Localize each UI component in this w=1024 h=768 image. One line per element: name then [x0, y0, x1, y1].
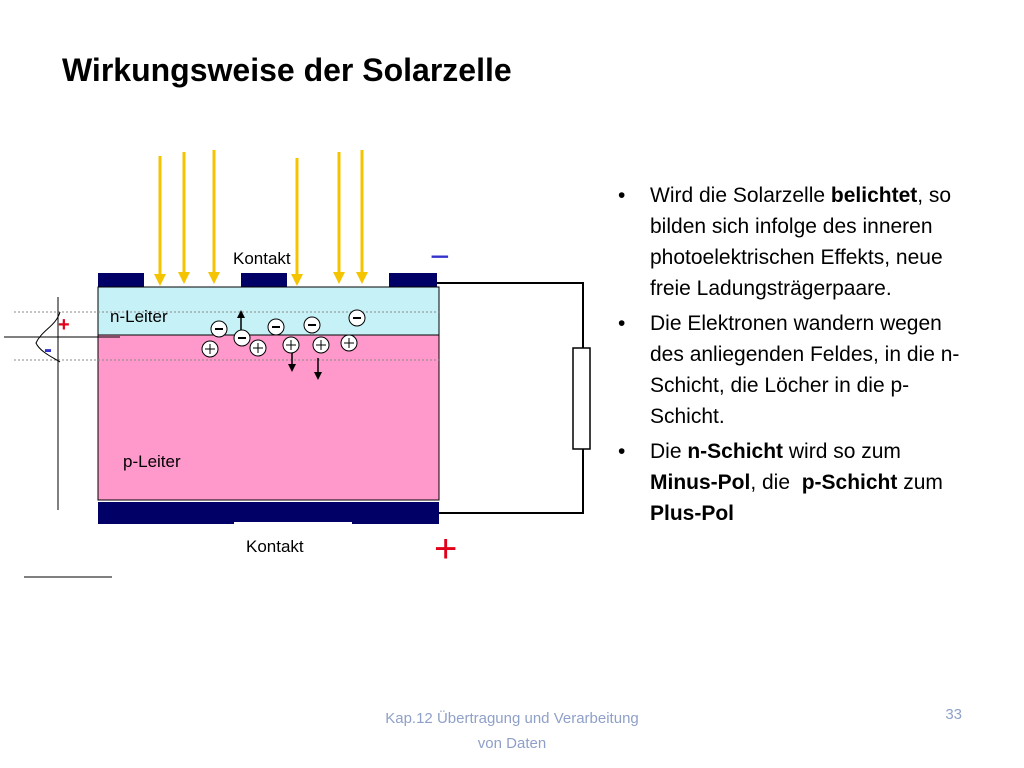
bullet-3-bold3: p-Schicht — [801, 471, 898, 494]
hole — [282, 336, 300, 354]
bullet-1-bold: belichtet — [830, 184, 918, 207]
bullet-item-2: • Die Elektronen wandern wegen des anlie… — [612, 308, 972, 432]
plus-terminal-sign: + — [434, 527, 457, 571]
footer-course: Kap.12 Übertragung und Verarbeitung von … — [385, 710, 639, 752]
carrier-arrows — [237, 310, 322, 380]
bullet-1-text-b: , so bilden sich infolge des inneren pho… — [650, 184, 952, 300]
hole — [340, 334, 358, 352]
bullet-item-3: • Die n-Schicht wird so zum Minus-Pol, d… — [612, 436, 972, 529]
bullet-3-bold2: Minus-Pol — [650, 471, 751, 494]
junction-guides — [14, 311, 440, 361]
wire-bottom — [439, 449, 584, 514]
external-circuit — [437, 282, 591, 514]
p-layer — [97, 334, 440, 501]
hole — [312, 336, 330, 354]
bullet-dot-icon: • — [618, 312, 626, 335]
electron — [210, 320, 228, 338]
light-ray-head — [356, 272, 368, 284]
bullet-dot-icon: • — [618, 184, 626, 207]
electron — [267, 318, 285, 336]
footer-page-number: 33 — [945, 706, 962, 723]
junction-plus-sign: + — [58, 314, 70, 336]
charge-carriers — [201, 309, 366, 358]
top-contact-left — [98, 273, 144, 288]
light-ray-head — [154, 274, 166, 286]
n-layer-label: n-Leiter — [110, 307, 168, 326]
light-ray-head — [291, 274, 303, 286]
bullet-3-t1: Die — [650, 440, 688, 463]
bottom-contact — [98, 502, 439, 524]
hole — [249, 339, 267, 357]
electron — [348, 309, 366, 327]
p-layer-label: p-Leiter — [123, 452, 181, 471]
bullet-3-t4: zum — [897, 471, 943, 494]
top-contact-right — [389, 273, 437, 288]
bullet-1-text-a: Wird die Solarzelle — [650, 184, 831, 207]
junction-minus-sign: - — [44, 336, 52, 363]
bullet-dot-icon: • — [618, 440, 626, 463]
electron — [233, 329, 251, 347]
electron — [303, 316, 321, 334]
light-ray-head — [208, 272, 220, 284]
light-ray-head — [333, 272, 345, 284]
bullet-list: • Wird die Solarzelle belichtet, so bild… — [612, 180, 972, 533]
bullet-2-text: Die Elektronen wandern wegen des anliege… — [650, 312, 960, 428]
bullet-3-t2: wird so zum — [783, 440, 901, 463]
bullet-3-bold1: n-Schicht — [687, 440, 784, 463]
kontakt-bottom-label: Kontakt — [246, 537, 304, 556]
hole — [201, 340, 219, 358]
kontakt-top-label: Kontakt — [233, 249, 291, 268]
wire-top — [437, 282, 584, 348]
slide-title: Wirkungsweise der Solarzelle — [62, 52, 512, 88]
bullet-item-1: • Wird die Solarzelle belichtet, so bild… — [612, 180, 972, 304]
bottom-contact-gap — [234, 522, 352, 526]
top-contact-middle — [241, 273, 287, 288]
bullet-3-t3: , die — [750, 471, 802, 494]
light-ray-head — [178, 272, 190, 284]
minus-terminal-sign: − — [430, 238, 450, 276]
bullet-3-bold4: Plus-Pol — [650, 502, 735, 525]
load-resistor — [572, 347, 591, 450]
field-curve — [35, 311, 61, 363]
light-rays — [154, 150, 368, 286]
